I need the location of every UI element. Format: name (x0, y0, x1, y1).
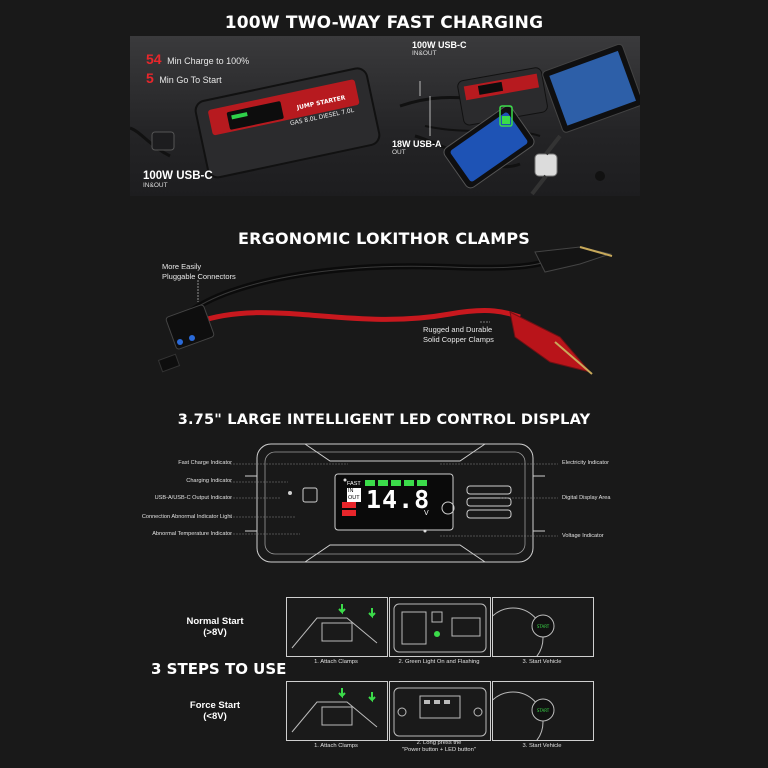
force-start-btn-text: START (537, 708, 550, 713)
charging-scene-illustration: GAS 8.0L DIESEL 7.0L JUMP STARTER (129, 43, 644, 196)
label-electricity: Electricity Indicator (562, 460, 609, 466)
label-output: USB-A/USB-C Output Indicator (154, 495, 232, 501)
left-label-lines (230, 463, 348, 535)
force-step1-caption: 1. Attach Clamps (314, 743, 358, 749)
charging-scene: GAS 8.0L DIESEL 7.0L JUMP STARTER (129, 36, 644, 196)
force-step2-image (389, 681, 491, 741)
callout-clamps: Rugged and Durable Solid Copper Clamps (423, 325, 494, 345)
section1-title: 100W TWO-WAY FAST CHARGING (224, 13, 544, 33)
force-step2-caption: 2. Long press the "Power button + LED bu… (380, 740, 498, 754)
normal-step1-image (286, 597, 388, 657)
voltage-unit: V (424, 510, 429, 517)
port-mid-title: 18W USB-A (392, 139, 442, 149)
callout-connectors-line2: Pluggable Connectors (162, 272, 236, 281)
normal-step3-caption: 3. Start Vehicle (522, 659, 562, 665)
start-time-number: 5 (146, 70, 154, 86)
start-time-text: Min Go To Start (159, 75, 222, 85)
device-outline-drawing (245, 443, 545, 563)
force-start-title: Force Start (<8V) (160, 700, 270, 722)
mode-out-label: OUT (347, 495, 361, 502)
normal-start-line1: Normal Start (186, 616, 244, 627)
force-step1-image (286, 681, 388, 741)
force-start-line2: (<8V) (203, 711, 227, 722)
label-fast-charge: Fast Charge Indicator (178, 460, 232, 466)
mode-fast-label: FAST (347, 481, 361, 487)
callout-clamps-line2: Solid Copper Clamps (423, 335, 494, 344)
charge-time-number: 54 (146, 51, 162, 67)
normal-start-title: Normal Start (>8V) (160, 616, 270, 638)
clamps-illustration (157, 246, 613, 375)
normal-step2-caption: 2. Green Light On and Flashing (398, 659, 480, 665)
port-top-title: 100W USB-C (412, 40, 467, 50)
port-bottom-sub: IN&OUT (143, 182, 168, 189)
normal-step3-image: START (492, 597, 594, 657)
callout-clamps-line1: Rugged and Durable (423, 325, 493, 334)
port-mid-label: 18W USB-A OUT (392, 139, 442, 156)
force-step3-caption: 3. Start Vehicle (522, 743, 562, 749)
charge-time-row: 54 Min Charge to 100% (146, 51, 249, 67)
charge-time-text: Min Charge to 100% (167, 56, 250, 66)
section3-title: 3.75" LARGE INTELLIGENT LED CONTROL DISP… (177, 412, 591, 428)
normal-step1-caption: 1. Attach Clamps (314, 659, 358, 665)
port-bottom-label: 100W USB-C IN&OUT (143, 170, 213, 189)
right-label-lines (440, 463, 558, 537)
start-time-row: 5 Min Go To Start (146, 70, 222, 86)
voltage-display: 14.8 (366, 485, 431, 514)
mode-indicators: FAST IN OUT (347, 481, 361, 502)
force-step2-caption-line2: "Power button + LED button" (402, 747, 476, 753)
force-step3-image: START (492, 681, 594, 741)
normal-start-line2: (>8V) (203, 627, 227, 638)
label-charging: Charging Indicator (186, 478, 232, 484)
normal-start-btn-text: START (537, 624, 550, 629)
section2-title: ERGONOMIC LOKITHOR CLAMPS (237, 229, 531, 248)
force-step2-caption-line1: 2. Long press the (416, 740, 462, 746)
normal-step2-image (389, 597, 491, 657)
callout-connectors: More Easily Pluggable Connectors (162, 262, 236, 282)
mode-in-label: IN (347, 488, 361, 495)
section4-title: 3 STEPS TO USE (151, 660, 287, 678)
port-top-label: 100W USB-C IN&OUT (412, 40, 467, 57)
port-bottom-title: 100W USB-C (143, 170, 213, 182)
callout-connectors-line1: More Easily (162, 262, 202, 271)
label-digital-display: Digital Display Area (562, 495, 611, 501)
port-top-sub: IN&OUT (412, 50, 437, 57)
port-mid-sub: OUT (392, 149, 406, 156)
force-start-line1: Force Start (189, 700, 241, 711)
label-connection-abnormal: Connection Abnormal Indicator Light (141, 514, 232, 520)
label-voltage: Voltage Indicator (562, 533, 604, 539)
label-temperature: Abnormal Temperature Indicator (152, 531, 232, 537)
